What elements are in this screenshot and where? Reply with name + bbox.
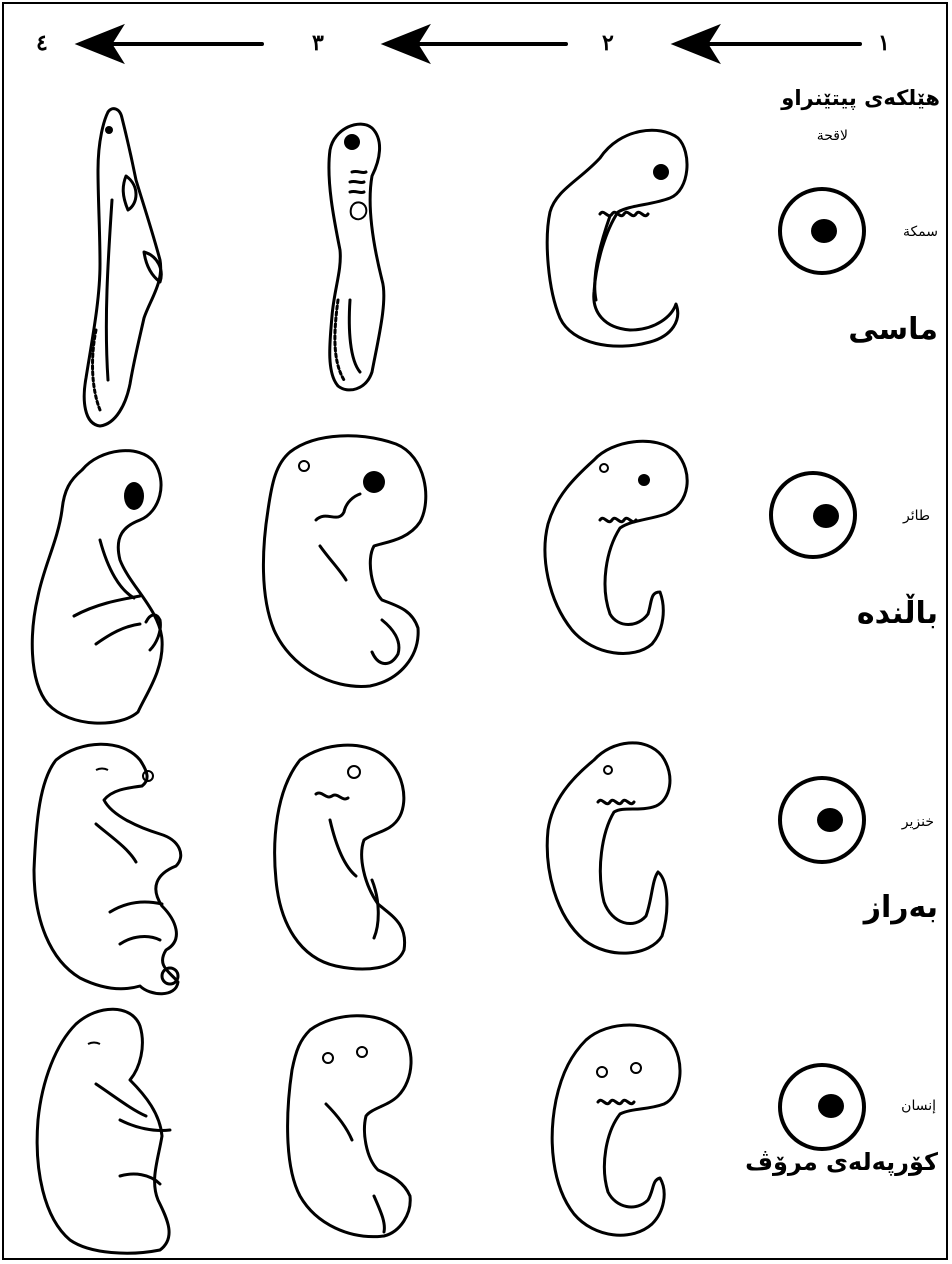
row-bird-arabic-label: طائر (903, 508, 930, 524)
row-fish-arabic-label: سمكة (903, 224, 938, 240)
row-fish-label: ماسی (848, 312, 938, 347)
egg-bird (771, 473, 855, 557)
human-embryo-stage3 (288, 1016, 411, 1237)
pig-embryo-stage4 (34, 744, 181, 994)
fish-embryo-stage3 (329, 124, 384, 390)
row-bird-label: باڵندە (857, 596, 938, 631)
pig-embryo-stage3 (275, 745, 405, 969)
egg-fish-nucleus (811, 219, 837, 243)
row-human-label: کۆرپەلەی مرۆڤ (745, 1148, 938, 1176)
human-embryo-stage2 (552, 1025, 680, 1235)
egg-bird-nucleus (813, 504, 839, 528)
egg-pig-nucleus (817, 808, 843, 832)
bird-embryo-stage2 (545, 441, 687, 653)
bird-embryo-stage3 (263, 436, 425, 687)
egg-column-subtitle: لاقحة (817, 128, 848, 144)
egg-column-title: هێلکەی پیتێنراو (781, 86, 940, 110)
human-embryo-stage4 (37, 1009, 169, 1253)
row-human-arabic-label: إنسان (901, 1098, 936, 1114)
fish-embryo-stage2-arches (600, 212, 648, 215)
row-pig-arabic-label: خنزير (902, 814, 934, 830)
fish-embryo-stage2 (547, 130, 687, 346)
egg-human-nucleus (818, 1094, 844, 1118)
row-pig-label: بەراز (864, 890, 938, 925)
